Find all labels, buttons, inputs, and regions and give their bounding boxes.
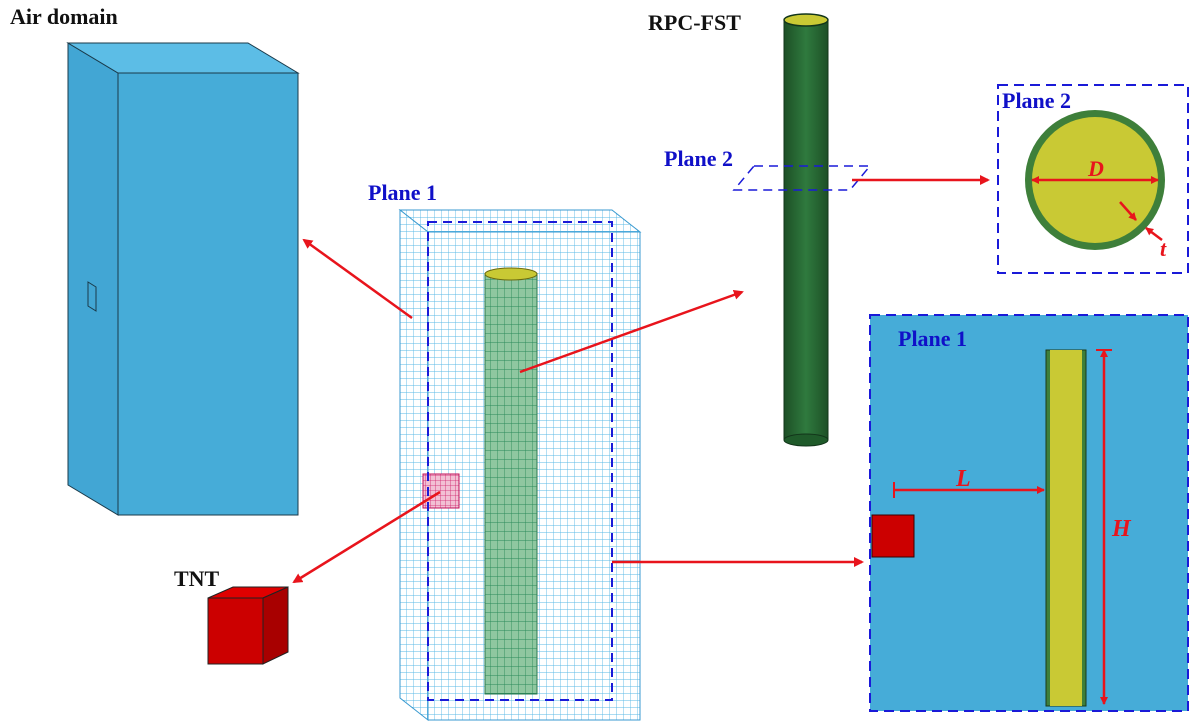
tnt-cube (207, 586, 289, 665)
dim-D-label: D (1087, 156, 1104, 181)
mesh-tube-top (484, 267, 538, 281)
rpc-fst-label: RPC-FST (648, 10, 741, 35)
charge-window-marker (87, 281, 97, 312)
mesh-model (398, 208, 642, 722)
plane1-outline (427, 221, 613, 701)
section-charge (871, 514, 915, 558)
plane2-outline (732, 165, 872, 191)
dim-L-label: L (955, 466, 971, 492)
connector-arrows (292, 175, 990, 584)
dim-t-label: t (1160, 236, 1167, 261)
arrow-to-rpc-fst (519, 290, 744, 374)
plane1-model-label: Plane 1 (368, 180, 437, 205)
mesh-tube (484, 273, 538, 695)
rpc-fst-top (783, 13, 829, 27)
arrow-to-air-domain (302, 238, 413, 320)
thickness-arrow-in (1119, 201, 1137, 221)
plane1-section (869, 314, 1189, 712)
arrow-to-tnt (292, 490, 441, 584)
air-domain-label: Air domain (10, 4, 118, 29)
dim-H-label: H (1111, 516, 1132, 542)
air-domain-box (66, 42, 300, 516)
concrete-fill (1050, 350, 1082, 706)
plane2-model-label: Plane 2 (664, 146, 733, 171)
tnt-label: TNT (174, 566, 220, 591)
plane2-section-label: Plane 2 (1002, 88, 1071, 113)
thickness-arrow-out (1145, 227, 1163, 241)
plane2-section (997, 84, 1189, 274)
rpc-fst-tube (732, 13, 872, 447)
plane1-section-label: Plane 1 (898, 326, 967, 351)
